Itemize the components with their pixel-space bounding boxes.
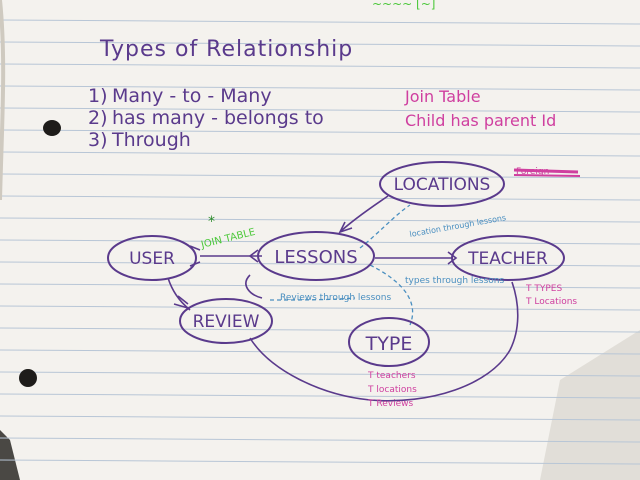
relationship-2-note: Child has parent Id bbox=[405, 111, 556, 130]
crossed-out-word: Foreign bbox=[513, 167, 581, 177]
connector-review-teacher-loop bbox=[249, 281, 519, 402]
relationship-3-name: Through bbox=[111, 129, 191, 151]
rule-line bbox=[0, 459, 640, 465]
type-attr-1: T teachers bbox=[367, 371, 416, 381]
connector-lessons-review bbox=[245, 274, 263, 299]
through-review-lessons bbox=[269, 297, 356, 301]
join-star: * bbox=[208, 214, 215, 230]
rule-line bbox=[0, 19, 640, 25]
through-teacher-type bbox=[369, 264, 414, 326]
rule-line bbox=[0, 217, 640, 223]
entity-review-label: REVIEW bbox=[193, 312, 260, 332]
rule-line bbox=[0, 107, 640, 113]
rule-line bbox=[0, 371, 640, 377]
entity-type-label: TYPE bbox=[365, 333, 413, 355]
rule-line bbox=[0, 305, 640, 311]
crowfoot-lessons-left bbox=[248, 249, 259, 263]
strike-line-2 bbox=[513, 174, 581, 177]
type-attr-2: T locations bbox=[367, 385, 417, 395]
crowfoot-teacher bbox=[447, 251, 458, 265]
through-lessons-locations bbox=[359, 204, 411, 249]
teacher-attr-1: T TYPES bbox=[525, 284, 562, 294]
ruled-lines bbox=[0, 19, 640, 465]
rule-line bbox=[0, 63, 640, 69]
binder-hole-top bbox=[43, 120, 61, 136]
reviews-through-lessons-note: Reviews through lessons bbox=[280, 293, 392, 303]
rule-line bbox=[0, 415, 640, 421]
rule-line bbox=[0, 151, 640, 157]
rule-line bbox=[0, 195, 640, 201]
torn-edge bbox=[0, 0, 6, 201]
entity-teacher-shape bbox=[451, 235, 565, 281]
entity-review-shape bbox=[179, 298, 273, 344]
relationship-2-name: has many - belongs to bbox=[112, 107, 324, 129]
diagram-connectors bbox=[167, 195, 519, 402]
relationship-3-number: 3) bbox=[88, 129, 108, 151]
entity-user-label: USER bbox=[129, 249, 175, 269]
through-connectors bbox=[269, 204, 414, 326]
relationship-1-note: Join Table bbox=[404, 87, 481, 106]
type-attr-3: T Reviews bbox=[367, 399, 413, 409]
paper-shadow bbox=[540, 330, 640, 480]
entity-type-shape bbox=[348, 317, 430, 367]
rule-line bbox=[0, 327, 640, 333]
rule-line bbox=[0, 41, 640, 47]
entity-teacher: TEACHER bbox=[451, 235, 565, 281]
binder-holes bbox=[0, 0, 61, 387]
entity-lessons-shape bbox=[257, 231, 375, 281]
entity-teacher-label: TEACHER bbox=[467, 249, 548, 269]
relationship-2-number: 2) bbox=[88, 107, 108, 129]
entity-review: REVIEW bbox=[179, 298, 273, 344]
teacher-attribute-list: T TYPES T Locations bbox=[525, 284, 577, 307]
strike-line bbox=[513, 168, 579, 174]
entity-locations: LOCATIONS bbox=[379, 161, 505, 207]
rule-line bbox=[0, 173, 640, 179]
entity-lessons: LESSONS bbox=[257, 231, 375, 281]
types-through-lessons-label: types through lessons bbox=[405, 276, 505, 286]
rule-line bbox=[0, 85, 640, 91]
rule-line bbox=[0, 393, 640, 399]
rule-line bbox=[0, 349, 640, 355]
entity-type: TYPE bbox=[348, 317, 430, 367]
rule-line bbox=[0, 261, 640, 267]
page-heading: Types of Relationship bbox=[99, 37, 353, 62]
relationship-list: 1) Many - to - Many Join Table 2) has ma… bbox=[88, 85, 556, 151]
crowfoot-review-top bbox=[173, 295, 189, 309]
entity-locations-label: LOCATIONS bbox=[394, 175, 491, 195]
top-scrawl: ~~~~ [~] bbox=[372, 0, 435, 11]
rule-line bbox=[0, 283, 640, 289]
reviews-through-lessons-label: Reviews through lessons bbox=[280, 293, 392, 303]
entity-user-shape bbox=[107, 235, 197, 281]
rule-line bbox=[0, 129, 640, 135]
rule-line bbox=[0, 239, 640, 245]
entity-user: USER bbox=[107, 235, 197, 281]
binder-hole-bottom bbox=[19, 369, 37, 387]
teacher-attr-2: T Locations bbox=[525, 297, 577, 307]
types-through-lessons-note: types through lessons bbox=[405, 276, 505, 286]
crowfoot-lessons-top bbox=[338, 221, 353, 234]
relationship-1-number: 1) bbox=[88, 85, 108, 107]
entity-lessons-label: LESSONS bbox=[274, 247, 357, 268]
relationship-1-name: Many - to - Many bbox=[112, 85, 272, 107]
entity-locations-shape bbox=[379, 161, 505, 207]
type-attribute-list: T teachers T locations T Reviews bbox=[367, 371, 417, 409]
connector-lessons-locations bbox=[339, 195, 389, 233]
rule-line bbox=[0, 437, 640, 443]
